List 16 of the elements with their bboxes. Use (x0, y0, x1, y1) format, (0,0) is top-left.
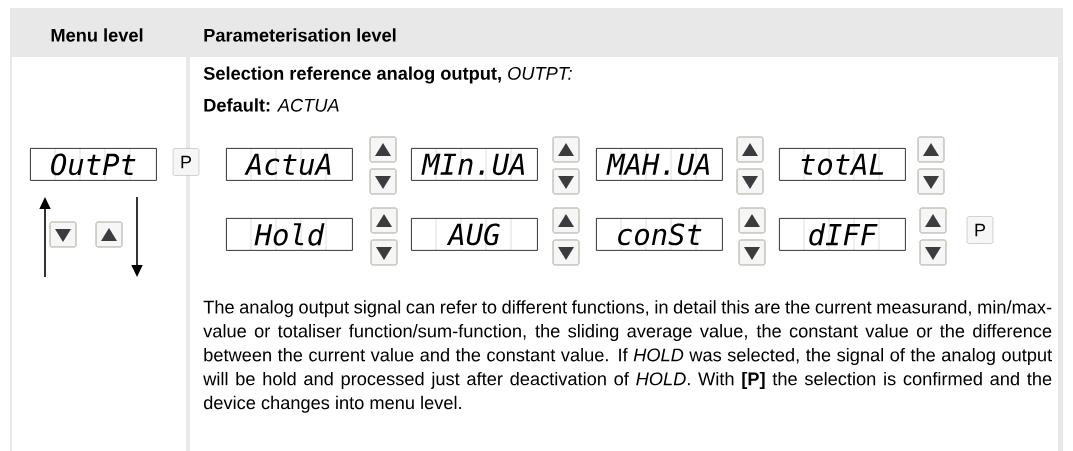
description-paragraph: The analog output signal can refer to different functions, in detail this are the current measurand, min/max-value or totaliser function/sum-function, the sliding average value, the constant value or the difference between the current value and the constant value. If HOLD was selected, the signal of the analog output will be hold and processed just after deactivation of HOLD. With [P] the selection is confirmed and the device changes into menu level. (203, 300, 1052, 413)
segment-display: dIFF (779, 217, 906, 251)
segment-display: AUG (411, 217, 538, 251)
segment-display: totAL (779, 147, 906, 181)
p-button: P (172, 148, 200, 176)
segment-display: MIn.UA (411, 147, 538, 181)
section-heading: Selection reference analog output, OUTPT: (203, 66, 572, 84)
section-heading: Default: ACTUA (204, 98, 339, 112)
segment-display: MAH.UA (596, 147, 723, 181)
segment-display: ActuA (226, 147, 353, 181)
segment-display: Hold (226, 217, 353, 251)
column-header: Parameterisation level (204, 28, 396, 42)
segment-display: conSt (596, 217, 723, 251)
segment-display: OutPt (30, 147, 157, 181)
p-button: P (966, 216, 994, 244)
column-header: Menu level (51, 28, 143, 42)
